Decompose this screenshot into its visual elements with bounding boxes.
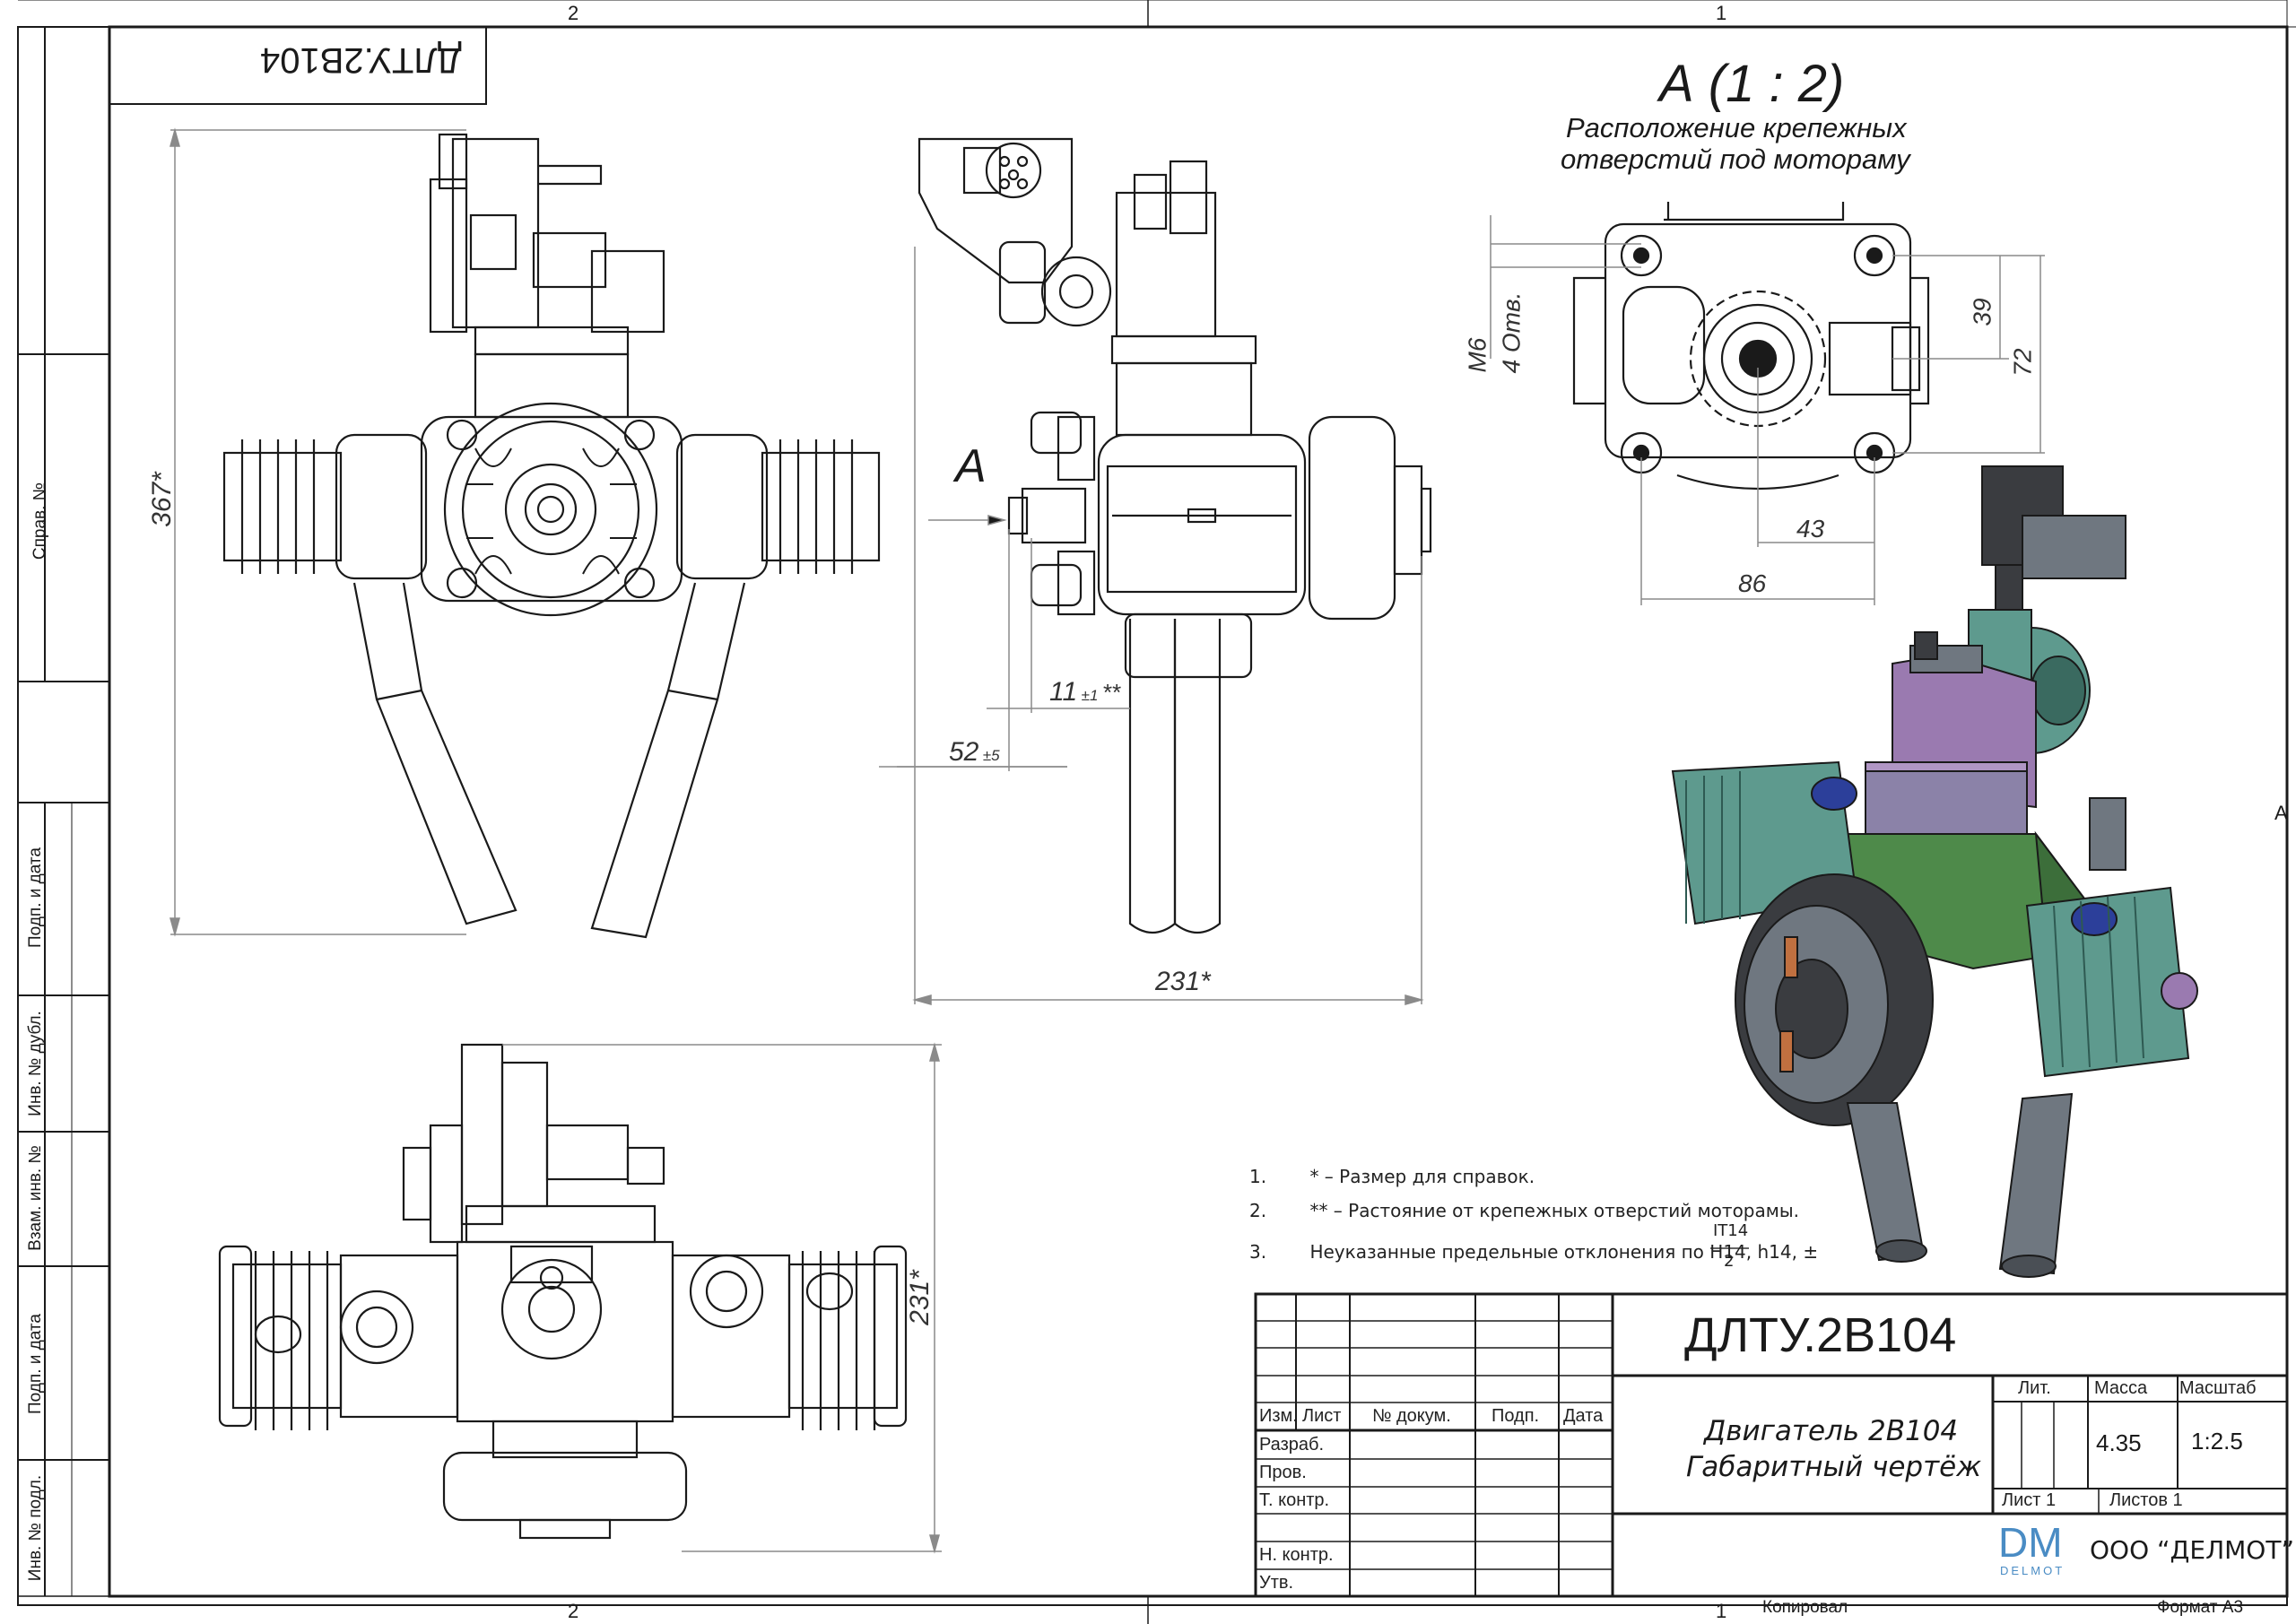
- col-list: Лист: [1302, 1406, 1342, 1426]
- row-n-kontr: Н. контр.: [1259, 1545, 1334, 1565]
- lit-label: Лит.: [2018, 1378, 2051, 1398]
- title-name-line-2: Габаритный чертёж: [1686, 1451, 1982, 1483]
- detail-a-view: [1572, 202, 1930, 491]
- massa-value: 4.35: [2096, 1429, 2142, 1456]
- zone-label-right: A: [2274, 802, 2288, 824]
- dim-side-231: 231*: [1155, 967, 1211, 996]
- strip-inv-dubl: Инв. № дубл.: [26, 1011, 45, 1116]
- zone-label-bottom-right: 1: [1716, 1600, 1727, 1622]
- row-t-kontr: Т. контр.: [1259, 1490, 1330, 1510]
- zone-label-bottom-left: 2: [568, 1600, 579, 1622]
- dim-4-holes: 4 Отв.: [1497, 291, 1526, 374]
- detail-a-subtitle-2: отверстий под мотораму: [1561, 143, 1910, 175]
- row-prov: Пров.: [1259, 1463, 1307, 1482]
- footer-format: Формат А3: [2157, 1598, 2244, 1617]
- massa-label: Масса: [2094, 1378, 2148, 1398]
- dim-43: 43: [1796, 515, 1825, 543]
- zone-label-top-left: 2: [568, 2, 579, 24]
- dim-m6: М6: [1463, 337, 1492, 373]
- detail-a-subtitle-1: Расположение крепежных: [1566, 112, 1907, 143]
- row-razrab: Разраб.: [1259, 1435, 1325, 1455]
- sheet-number: Лист 1: [2002, 1490, 2057, 1510]
- company-logo: DM: [1998, 1519, 2063, 1566]
- strip-vzam-inv: Взам. инв. №: [26, 1145, 45, 1251]
- dim-86: 86: [1738, 569, 1767, 597]
- strip-podp-data-2: Подп. и дата: [26, 1314, 45, 1414]
- row-utv: Утв.: [1259, 1573, 1294, 1593]
- strip-podp-data-1: Подп. и дата: [26, 847, 45, 948]
- front-view: [222, 133, 881, 939]
- title-designation: ДЛТУ.2В104: [1684, 1308, 1957, 1362]
- side-view: [918, 137, 1432, 934]
- sheets-total: Листов 1: [2109, 1490, 2183, 1510]
- isometric-render: [1671, 465, 2198, 1278]
- masshtab-label: Масштаб: [2179, 1378, 2257, 1398]
- footer-kopiroval: Копировал: [1762, 1598, 1848, 1617]
- corner-designation: ДЛТУ.2В104: [260, 40, 462, 80]
- dim-front-height: 367*: [146, 472, 177, 527]
- note-3-fraction-num: IT14: [1713, 1221, 1749, 1240]
- dim-side-52: 52 ±5: [949, 737, 1000, 767]
- note-3-fraction-den: 2: [1724, 1252, 1735, 1271]
- note-1: 1. * – Размер для справок.: [1249, 1166, 1535, 1187]
- strip-inv-podl: Инв. № подл.: [26, 1474, 45, 1582]
- col-doc: № докум.: [1372, 1406, 1451, 1426]
- title-block-grid: [1254, 1247, 2289, 1598]
- top-view: [218, 1043, 908, 1540]
- company-name: ООО “ДЕЛМОТ”: [2090, 1535, 2294, 1565]
- section-arrow-label: A: [955, 440, 987, 492]
- masshtab-value: 1:2.5: [2191, 1428, 2243, 1455]
- dim-side-11: 11 ±1 **: [1049, 677, 1121, 707]
- zone-label-top-right: 1: [1716, 2, 1727, 24]
- dim-top-231: 231*: [904, 1270, 935, 1325]
- col-izm: Изм.: [1259, 1406, 1298, 1426]
- col-podp: Подп.: [1492, 1406, 1540, 1426]
- detail-a-title: А (1 : 2): [1659, 55, 1845, 113]
- dim-72: 72: [2008, 348, 2037, 377]
- col-data: Дата: [1563, 1406, 1604, 1426]
- dim-39: 39: [1968, 298, 1996, 326]
- company-logo-sub: DELMOT: [2000, 1564, 2066, 1577]
- title-name-line-1: Двигатель 2В104: [1704, 1415, 1959, 1447]
- strip-sprav: Справ. №: [30, 482, 49, 560]
- note-2: 2. ** – Растояние от крепежных отверстий…: [1249, 1200, 1799, 1221]
- note-3: 3. Неуказанные предельные отклонения по …: [1249, 1241, 1819, 1263]
